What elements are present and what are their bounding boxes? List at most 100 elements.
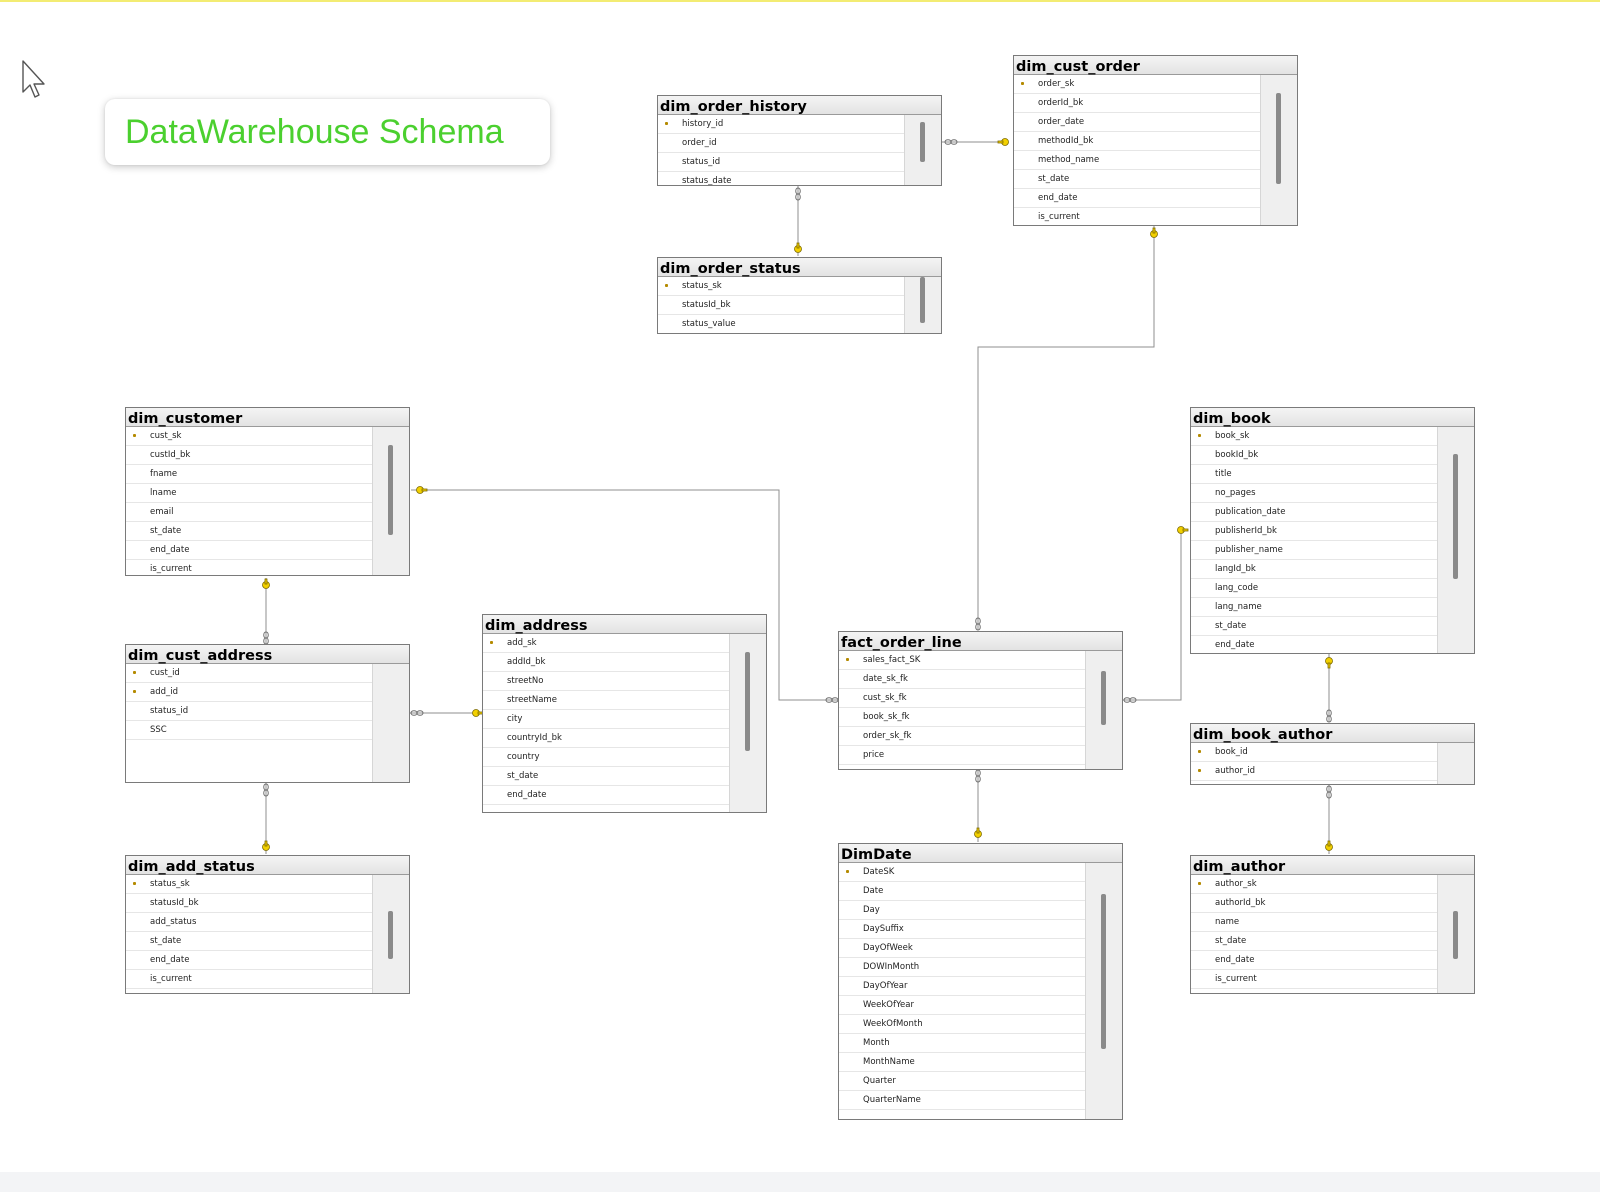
column-row[interactable]: orderId_bk [1014,94,1261,113]
scroll-thumb[interactable] [1101,671,1106,725]
column-row[interactable]: cust_sk [126,427,373,446]
column-row[interactable]: title [1191,465,1438,484]
scrollbar[interactable] [1437,427,1474,653]
column-row[interactable]: sales_fact_SK [839,651,1086,670]
scroll-thumb[interactable] [920,122,925,162]
column-row[interactable]: history_id [658,115,905,134]
column-row[interactable]: MonthName [839,1053,1086,1072]
scroll-thumb[interactable] [745,652,750,751]
column-row[interactable]: add_status [126,913,373,932]
scrollbar[interactable] [372,427,409,575]
scroll-thumb[interactable] [920,277,925,323]
scrollbar[interactable] [904,277,941,333]
column-row[interactable]: book_sk [1191,427,1438,446]
column-row[interactable]: WeekOfMonth [839,1015,1086,1034]
column-row[interactable]: order_date [1014,113,1261,132]
table-title[interactable]: dim_add_status [126,856,409,875]
column-row[interactable]: st_date [126,522,373,541]
column-row[interactable]: st_date [1014,170,1261,189]
column-row[interactable]: author_sk [1191,875,1438,894]
column-row[interactable]: is_current [1191,970,1438,989]
column-row[interactable]: cust_sk_fk [839,689,1086,708]
column-row[interactable]: streetNo [483,672,730,691]
scrollbar[interactable] [904,115,941,185]
column-row[interactable]: st_date [483,767,730,786]
table-title[interactable]: dim_order_status [658,258,941,277]
scrollbar[interactable] [1437,743,1474,784]
column-row[interactable]: status_value [658,315,905,333]
scroll-thumb[interactable] [1453,911,1458,959]
column-row[interactable]: authorId_bk [1191,894,1438,913]
column-row[interactable]: custId_bk [126,446,373,465]
column-row[interactable]: is_current [1014,208,1261,225]
column-row[interactable]: langId_bk [1191,560,1438,579]
column-row[interactable]: book_sk_fk [839,708,1086,727]
column-row[interactable]: statusId_bk [658,296,905,315]
column-row[interactable]: author_id [1191,762,1438,781]
column-row[interactable]: end_date [1191,636,1438,653]
column-row[interactable]: name [1191,913,1438,932]
column-row[interactable]: st_date [126,932,373,951]
table-title[interactable]: dim_book_author [1191,724,1474,743]
scrollbar[interactable] [1260,75,1297,225]
column-row[interactable]: DOWInMonth [839,958,1086,977]
scroll-thumb[interactable] [388,445,393,535]
column-row[interactable]: no_pages [1191,484,1438,503]
table-title[interactable]: dim_order_history [658,96,941,115]
column-row[interactable]: bookId_bk [1191,446,1438,465]
column-row[interactable]: add_id [126,683,373,702]
column-row[interactable]: city [483,710,730,729]
column-row[interactable]: Day [839,901,1086,920]
scrollbar[interactable] [372,664,409,782]
column-row[interactable]: QuarterName [839,1091,1086,1110]
column-row[interactable]: fname [126,465,373,484]
column-row[interactable]: end_date [1014,189,1261,208]
column-row[interactable]: DateSK [839,863,1086,882]
column-row[interactable]: status_id [126,702,373,721]
column-row[interactable]: Quarter [839,1072,1086,1091]
scrollbar[interactable] [372,875,409,993]
table-title[interactable]: dim_author [1191,856,1474,875]
table-title[interactable]: DimDate [839,844,1122,863]
column-row[interactable]: publisherId_bk [1191,522,1438,541]
column-row[interactable]: country [483,748,730,767]
column-row[interactable]: order_sk [1014,75,1261,94]
scrollbar[interactable] [1437,875,1474,993]
column-row[interactable]: SSC [126,721,373,740]
table-title[interactable]: dim_cust_address [126,645,409,664]
column-row[interactable]: status_id [658,153,905,172]
column-row[interactable]: DaySuffix [839,920,1086,939]
column-row[interactable]: status_sk [658,277,905,296]
table-title[interactable]: dim_book [1191,408,1474,427]
column-row[interactable]: status_sk [126,875,373,894]
column-row[interactable]: streetName [483,691,730,710]
column-row[interactable]: end_date [1191,951,1438,970]
column-row[interactable]: publication_date [1191,503,1438,522]
column-row[interactable]: lang_code [1191,579,1438,598]
column-row[interactable]: end_date [126,541,373,560]
column-row[interactable]: publisher_name [1191,541,1438,560]
scroll-thumb[interactable] [1101,894,1106,1049]
table-title[interactable]: dim_address [483,615,766,634]
column-row[interactable]: st_date [1191,932,1438,951]
column-row[interactable]: st_date [1191,617,1438,636]
column-row[interactable]: is_current [126,970,373,989]
column-row[interactable]: addId_bk [483,653,730,672]
column-row[interactable]: countryId_bk [483,729,730,748]
column-row[interactable]: method_name [1014,151,1261,170]
column-row[interactable]: end_date [483,786,730,805]
column-row[interactable]: DayOfYear [839,977,1086,996]
column-row[interactable]: DayOfWeek [839,939,1086,958]
column-row[interactable]: WeekOfYear [839,996,1086,1015]
